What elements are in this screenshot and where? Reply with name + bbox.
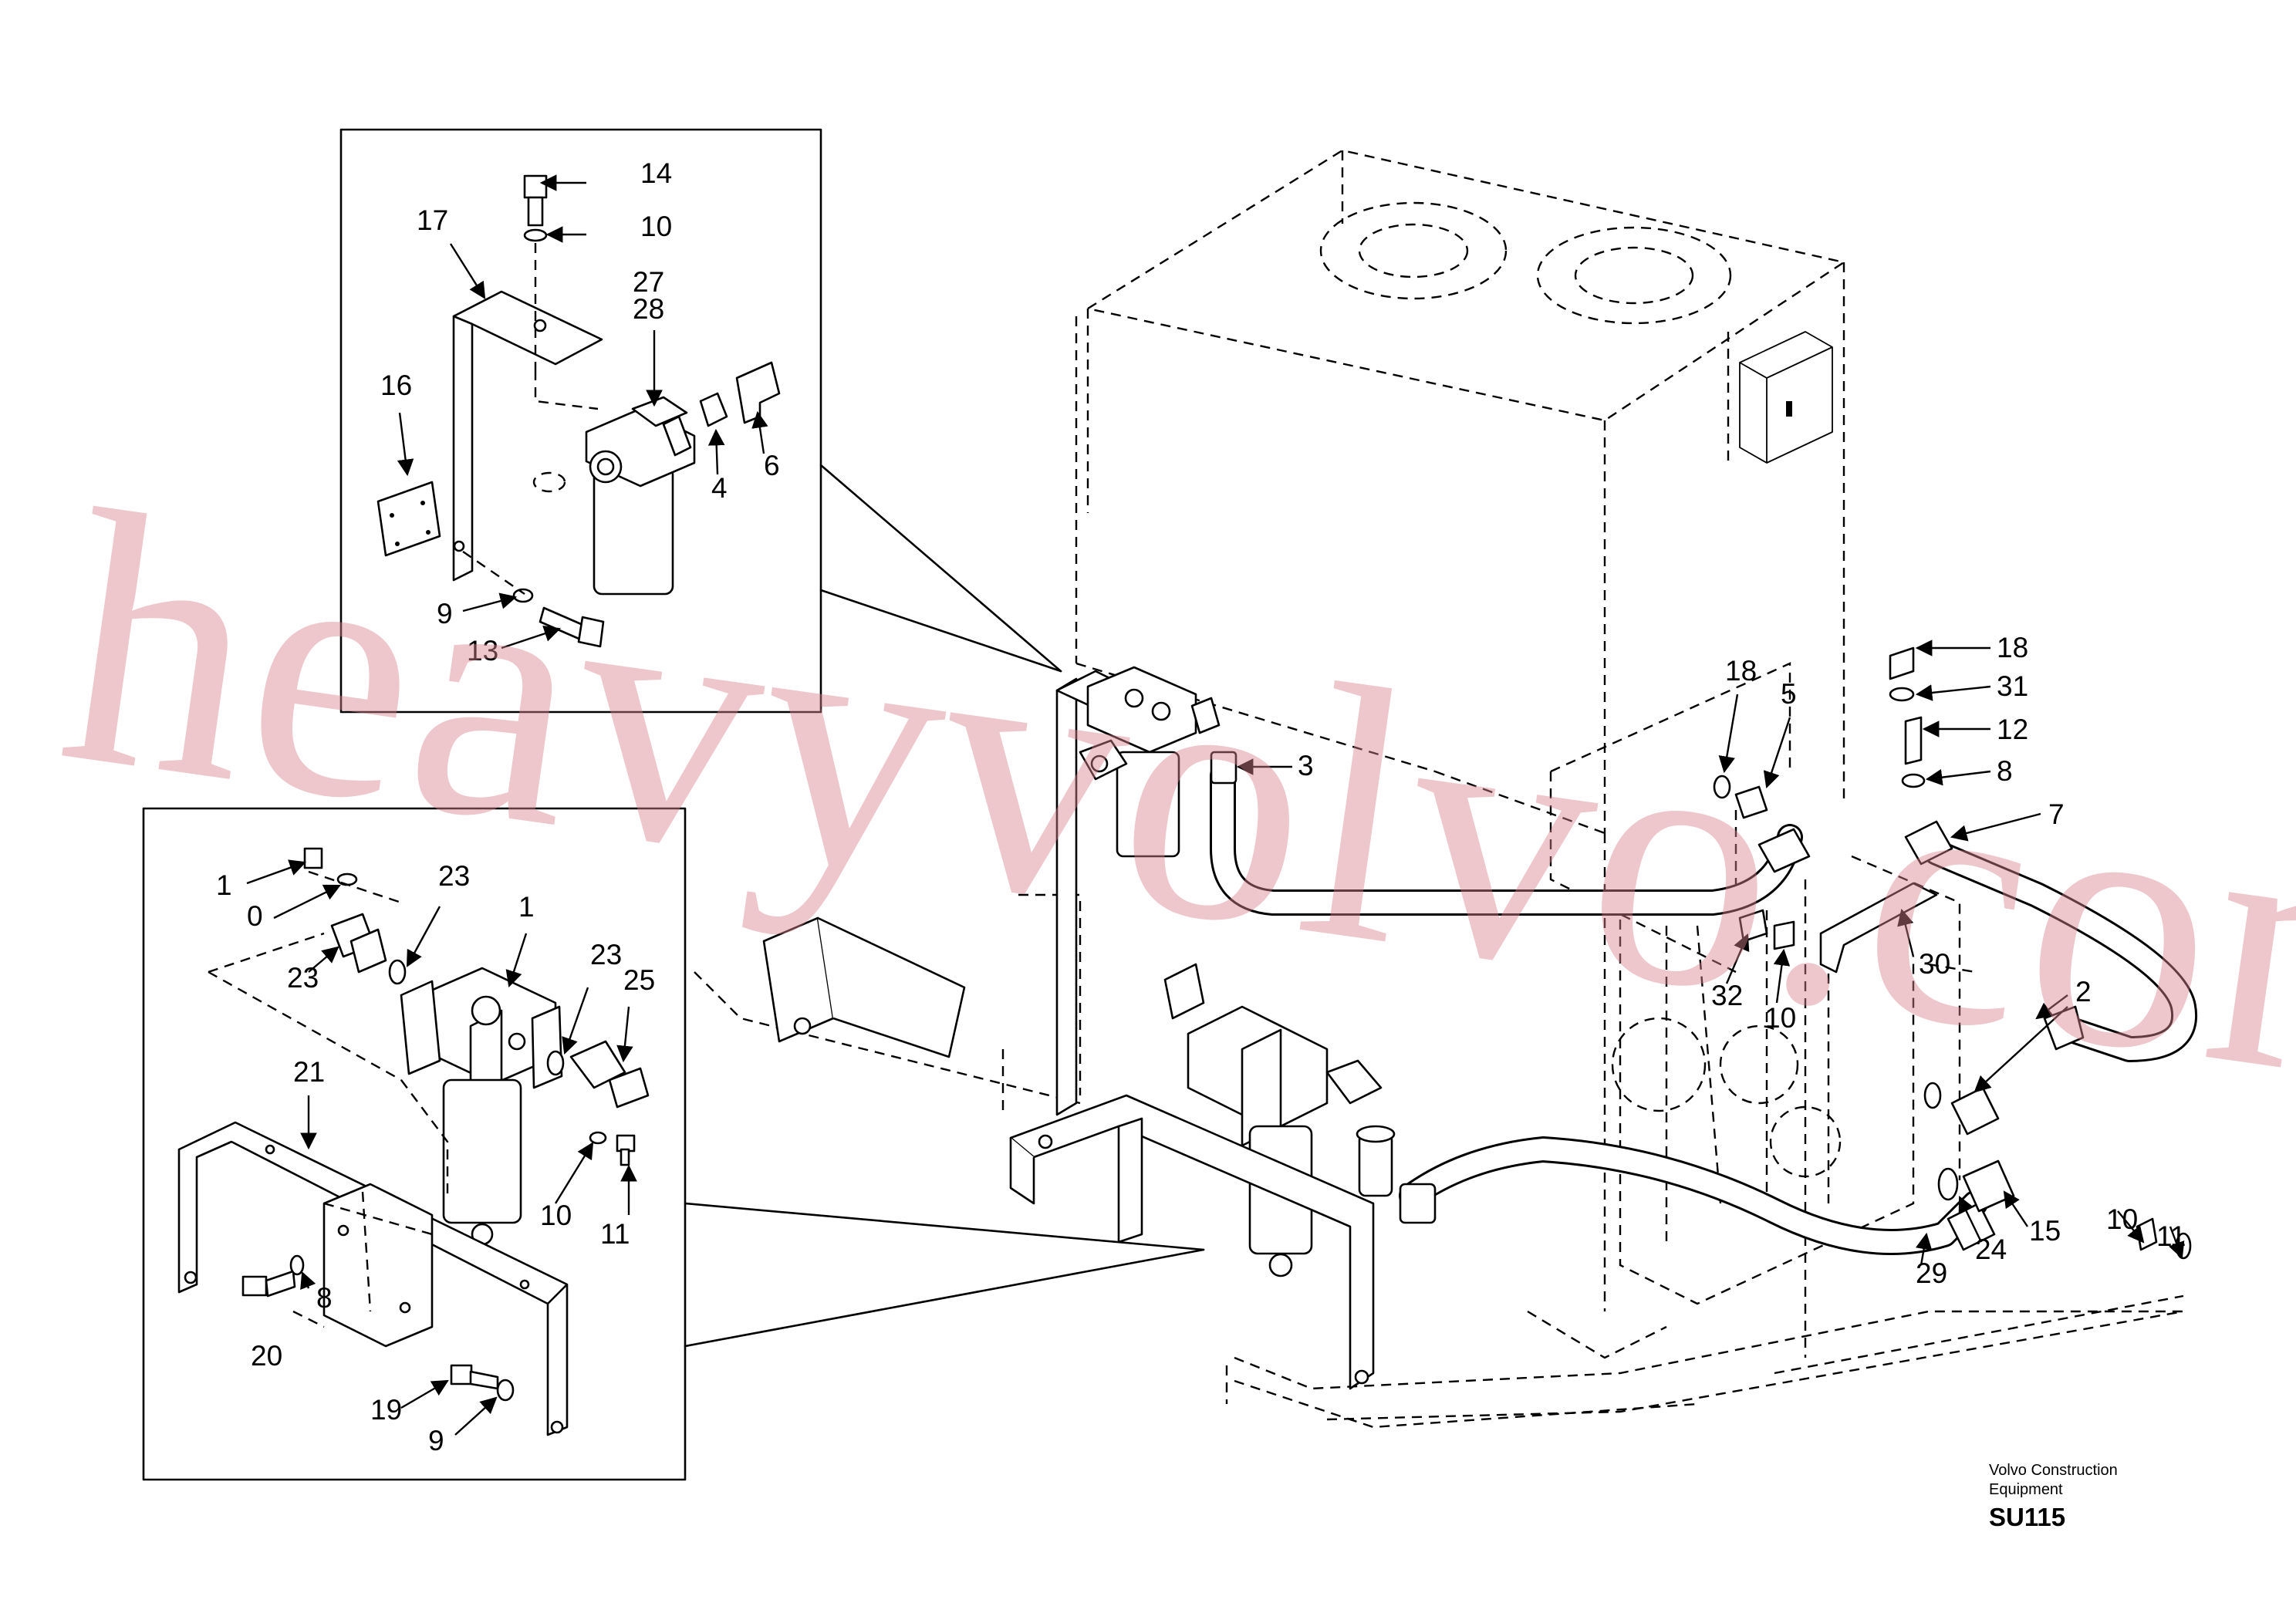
callout-label-18a: 18 bbox=[1725, 655, 1757, 687]
callout-leader-8 bbox=[1925, 768, 1991, 786]
plate-30 bbox=[1819, 882, 1938, 974]
callout-label-10a: 10 bbox=[1764, 1002, 1796, 1034]
callout-leader-19 bbox=[400, 1379, 449, 1409]
callout-leader-2 bbox=[2035, 994, 2068, 1020]
callout-label-13: 13 bbox=[467, 635, 498, 667]
callout-leader-9 bbox=[462, 592, 518, 613]
callout-leader-11 bbox=[2169, 1226, 2185, 1260]
callout-label-31: 31 bbox=[1997, 670, 2028, 702]
callout-label-17: 17 bbox=[417, 204, 448, 236]
mount-bracket-left bbox=[762, 916, 966, 1058]
callout-leader-8 bbox=[300, 1271, 316, 1291]
callout-leader-23b bbox=[308, 946, 339, 973]
top-inset bbox=[339, 128, 1062, 714]
brand-line2: Equipment bbox=[1989, 1481, 2063, 1498]
callout-label-3: 3 bbox=[1298, 750, 1314, 781]
callout-label-20: 20 bbox=[251, 1340, 282, 1372]
adapter-elbow-lower bbox=[1356, 1125, 1396, 1197]
callout-label-8: 8 bbox=[1997, 755, 2013, 787]
callout-leader-5 bbox=[1763, 717, 1791, 789]
filter-bracket-lower-main bbox=[1009, 1094, 1375, 1390]
callout-label-29: 29 bbox=[1916, 1257, 1947, 1289]
callout-leader-17 bbox=[449, 243, 486, 299]
callout-label-21: 21 bbox=[293, 1056, 325, 1088]
callout-leader-13 bbox=[501, 625, 562, 650]
callout-leader-30 bbox=[1897, 908, 1915, 957]
callout-leader-4 bbox=[707, 428, 725, 475]
hose-return-right bbox=[1904, 820, 2198, 1062]
callout-label-11: 11 bbox=[600, 1218, 630, 1250]
callout-label-15: 15 bbox=[2029, 1215, 2061, 1247]
tank-mount-block bbox=[1739, 331, 1833, 464]
callout-label-23b: 23 bbox=[287, 962, 319, 994]
callout-leader-6 bbox=[751, 410, 768, 454]
frame-outline bbox=[694, 893, 2184, 1429]
callout-label-1b: 1 bbox=[518, 891, 535, 923]
callout-leader-24 bbox=[1958, 1196, 1983, 1243]
callout-leader-1b bbox=[505, 933, 528, 988]
callout-label-23a: 23 bbox=[438, 860, 470, 892]
callout-leader-0 bbox=[273, 884, 341, 920]
callout-label-9: 9 bbox=[428, 1425, 444, 1456]
hose-pressure bbox=[1210, 751, 1811, 916]
callout-label-19: 19 bbox=[370, 1394, 402, 1426]
callout-label-10: 10 bbox=[540, 1200, 572, 1231]
callout-label-2: 2 bbox=[2075, 976, 2092, 1007]
callout-leader-10 bbox=[554, 1142, 594, 1204]
hardware-right bbox=[1889, 646, 1926, 788]
hydraulic-tank-outline bbox=[1075, 149, 1847, 1359]
callout-leader-23c bbox=[562, 987, 589, 1055]
control-valve-outline bbox=[1549, 662, 1976, 1305]
callout-leader-7 bbox=[1950, 812, 2041, 842]
return-filter-main bbox=[1079, 666, 1221, 858]
hose-lower bbox=[1399, 1136, 1996, 1255]
callout-leader-18a bbox=[1718, 694, 1739, 774]
callout-label-32: 32 bbox=[1711, 980, 1743, 1011]
callout-label-1a: 1 bbox=[216, 869, 232, 901]
callout-label-4: 4 bbox=[711, 472, 728, 504]
callout-layer: 1410172728164691310231232325211011208199… bbox=[216, 157, 2186, 1456]
callout-label-28: 28 bbox=[633, 293, 664, 325]
callout-leader-15 bbox=[2003, 1190, 2028, 1227]
callout-leader-2-extra bbox=[1974, 1006, 2068, 1093]
callout-label-18b: 18 bbox=[1997, 632, 2028, 663]
callout-leader-25 bbox=[616, 1006, 633, 1063]
callout-label-16: 16 bbox=[380, 370, 412, 401]
callout-label-10: 10 bbox=[640, 211, 672, 242]
callout-leader-10b bbox=[2117, 1210, 2145, 1244]
callout-label-24: 24 bbox=[1975, 1234, 2007, 1265]
fittings-5 bbox=[1713, 775, 1768, 819]
callout-leader-9 bbox=[454, 1396, 498, 1436]
callout-leader-29 bbox=[1916, 1232, 1933, 1266]
callout-label-11: 11 bbox=[2156, 1220, 2186, 1252]
callout-label-9: 9 bbox=[437, 598, 453, 629]
callout-leader-10a bbox=[1773, 948, 1791, 1004]
callout-leader-32 bbox=[1725, 933, 1750, 984]
callout-label-0: 0 bbox=[247, 900, 263, 932]
callout-label-8: 8 bbox=[316, 1282, 333, 1314]
fittings-32 bbox=[1738, 909, 1795, 950]
watermark: heavyvolvo.com bbox=[44, 434, 2296, 1174]
callout-label-30: 30 bbox=[1919, 948, 1950, 980]
callout-label-5: 5 bbox=[1781, 678, 1797, 710]
brand-line1: Volvo Construction bbox=[1989, 1462, 2118, 1479]
callout-leader-16 bbox=[397, 412, 414, 477]
callout-label-10b: 10 bbox=[2106, 1203, 2138, 1235]
callout-leader-31 bbox=[1915, 684, 1991, 701]
bottom-inset bbox=[142, 807, 1205, 1481]
callout-label-6: 6 bbox=[764, 450, 780, 481]
callout-label-7: 7 bbox=[2048, 798, 2065, 830]
callout-leader-1a bbox=[246, 859, 307, 885]
pilot-filter-main bbox=[1163, 963, 1383, 1277]
callout-label-12: 12 bbox=[1997, 714, 2028, 745]
callout-leader-23a bbox=[406, 906, 441, 967]
callout-label-23c: 23 bbox=[590, 939, 622, 970]
callout-label-14: 14 bbox=[640, 157, 672, 189]
diagram-code: SU115 bbox=[1989, 1503, 2065, 1531]
callout-label-25: 25 bbox=[623, 964, 655, 996]
callout-label-27: 27 bbox=[633, 266, 664, 298]
